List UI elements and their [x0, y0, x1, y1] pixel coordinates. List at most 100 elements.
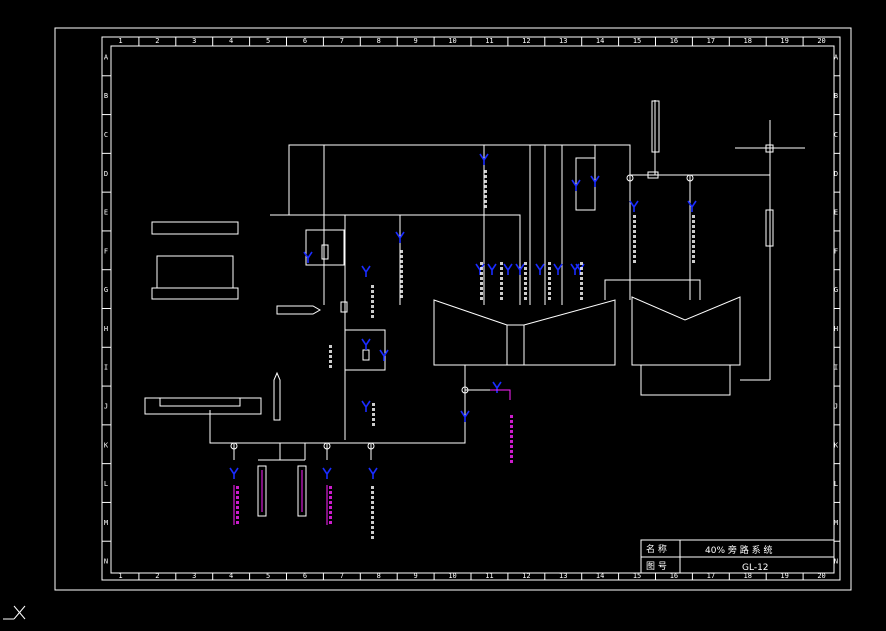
label-glyph-mark: [372, 418, 375, 421]
control-valve-icon: [515, 263, 525, 275]
control-valve-icon: [460, 410, 470, 422]
label-glyph-mark: [524, 277, 527, 280]
grid-row-label: B: [834, 92, 838, 100]
label-glyph-mark: [548, 267, 551, 270]
label-glyph-mark: [524, 287, 527, 290]
grid-column-label: 18: [744, 572, 752, 580]
label-glyph-mark: [692, 255, 695, 258]
label-glyph-mark: [692, 240, 695, 243]
grid-column-label: 17: [707, 572, 715, 580]
grid-column-label: 10: [448, 572, 456, 580]
label-glyph-mark: [484, 205, 487, 208]
grid-column-label: 4: [229, 37, 233, 45]
label-glyph-mark: [480, 297, 483, 300]
grid-column-label: 11: [485, 572, 493, 580]
grid-column-label: 7: [340, 572, 344, 580]
label-glyph-mark: [484, 185, 487, 188]
label-glyph-mark: [400, 290, 403, 293]
label-glyph-mark: [372, 403, 375, 406]
grid-row-label: B: [104, 92, 108, 100]
label-glyph-mark: [480, 282, 483, 285]
label-glyph-mark: [371, 491, 374, 494]
label-glyph-mark: [500, 282, 503, 285]
label-glyph-mark: [371, 305, 374, 308]
vertical-label-marks: [236, 170, 695, 539]
label-glyph-mark: [484, 170, 487, 173]
label-glyph-mark: [371, 506, 374, 509]
label-glyph-mark: [400, 270, 403, 273]
label-glyph-mark: [400, 255, 403, 258]
label-glyph-mark: [692, 230, 695, 233]
grid-column-label: 16: [670, 572, 678, 580]
label-glyph-mark: [371, 310, 374, 313]
control-valve-icon: [503, 263, 513, 275]
label-glyph-mark: [580, 262, 583, 265]
grid-row-label: G: [104, 286, 108, 294]
grid-column-label: 12: [522, 572, 530, 580]
title-number-label: 图 号: [646, 561, 667, 572]
grid-column-label: 1: [118, 572, 122, 580]
label-glyph-mark: [484, 180, 487, 183]
label-glyph-mark: [580, 282, 583, 285]
label-glyph-mark: [692, 220, 695, 223]
label-glyph-mark: [548, 297, 551, 300]
grid-column-label: 1: [118, 37, 122, 45]
grid-column-label: 6: [303, 572, 307, 580]
grid-row-label: F: [834, 247, 838, 255]
sheet-border: [54, 27, 852, 591]
grid-row-label: H: [104, 325, 108, 333]
label-glyph-mark: [400, 280, 403, 283]
control-valve-icon: [487, 263, 497, 275]
label-glyph-mark: [524, 297, 527, 300]
control-valve-icon: [571, 179, 581, 191]
grid-row-label: K: [104, 441, 109, 449]
control-valve-icon: [492, 381, 502, 393]
control-valve-icon: [629, 200, 639, 212]
label-glyph-mark: [548, 287, 551, 290]
label-glyph-mark: [371, 531, 374, 534]
control-valve-icon: [379, 349, 389, 361]
label-glyph-mark: [548, 292, 551, 295]
label-glyph-mark: [480, 272, 483, 275]
grid-row-label: A: [104, 53, 109, 61]
grid-column-label: 13: [559, 572, 567, 580]
grid-row-label: E: [834, 209, 838, 217]
title-name-value: 40% 旁 路 系 统: [705, 544, 772, 556]
label-glyph-mark: [372, 408, 375, 411]
grid-column-label: 14: [596, 37, 604, 45]
grid-row-label: L: [104, 480, 108, 488]
label-glyph-mark: [371, 501, 374, 504]
label-glyph-mark: [524, 292, 527, 295]
grid-column-label: 12: [522, 37, 530, 45]
grid-column-label: 15: [633, 37, 641, 45]
grid-row-label: J: [104, 402, 108, 410]
control-valve-icon: [479, 153, 489, 165]
control-valve-icon: [535, 263, 545, 275]
grid-column-label: 3: [192, 572, 196, 580]
label-glyph-mark: [329, 365, 332, 368]
label-glyph-mark: [633, 260, 636, 263]
control-valve-icon: [687, 200, 697, 212]
label-glyph-mark: [500, 277, 503, 280]
grid-column-label: 19: [780, 572, 788, 580]
title-block: 名 称 40% 旁 路 系 统 图 号 GL-12: [640, 539, 835, 574]
label-glyph-mark: [329, 491, 332, 494]
grid-column-label: 16: [670, 37, 678, 45]
label-glyph-mark: [329, 516, 332, 519]
label-glyph-mark: [633, 230, 636, 233]
label-glyph-mark: [371, 516, 374, 519]
label-glyph-mark: [329, 355, 332, 358]
label-glyph-mark: [692, 235, 695, 238]
label-glyph-mark: [484, 175, 487, 178]
grid-column-label: 2: [155, 572, 159, 580]
grid-row-label: D: [834, 170, 838, 178]
label-glyph-mark: [484, 195, 487, 198]
equipment: [144, 100, 774, 517]
hp-turbine: [433, 299, 508, 366]
label-glyph-mark: [371, 285, 374, 288]
grid-row-label: K: [834, 441, 839, 449]
label-glyph-mark: [510, 440, 513, 443]
grid-column-label: 19: [780, 37, 788, 45]
label-glyph-mark: [548, 282, 551, 285]
